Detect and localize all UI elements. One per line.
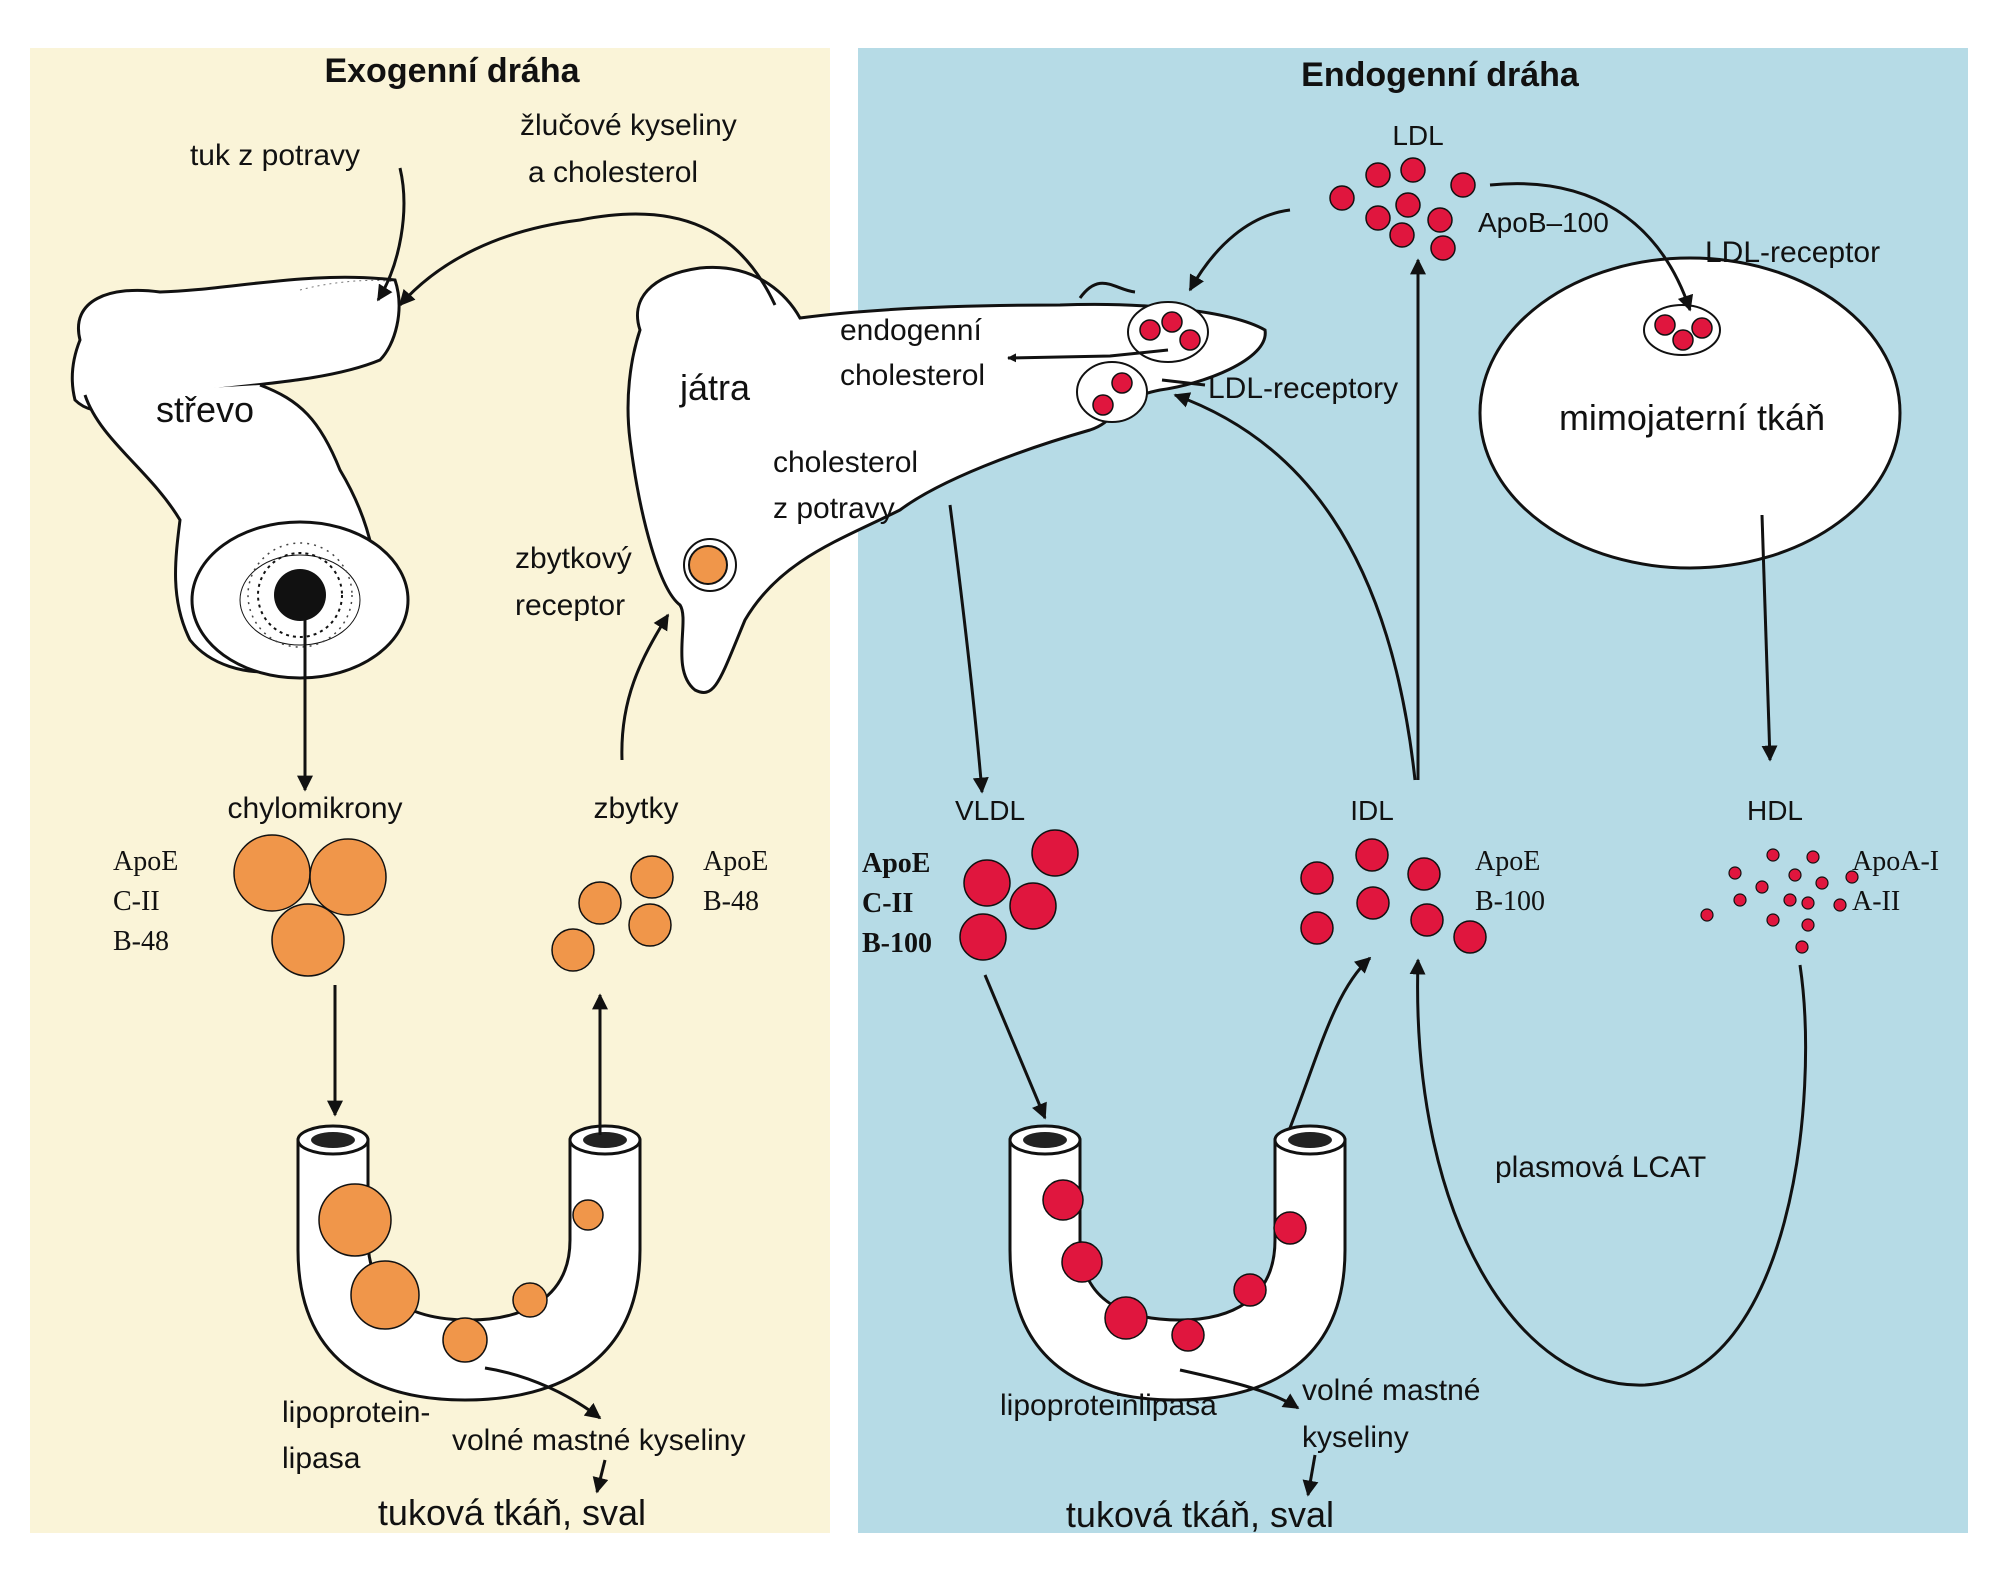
capillary-vldl-particles [1042,1179,1307,1352]
vldl-apo-1: ApoE [862,848,930,879]
vldl-apo-2: C-II [862,888,913,919]
idl-apo-2: B-100 [1475,886,1545,917]
exogenous-title: Exogenní dráha [324,52,580,90]
liver-ldl-particles [1092,311,1201,416]
hdl-apo-1: ApoA-I [1852,846,1939,877]
chylomicrons-label: chylomikrony [227,792,402,825]
idl-cluster [1300,838,1487,954]
remnant-apo-1: ApoE [703,846,768,877]
chylomicron-apo-1: ApoE [113,846,178,877]
remnants-label: zbytky [593,792,678,825]
bile-acids-label-1: žlučové kyseliny [520,109,737,142]
vldl-apo-3: B-100 [862,928,932,959]
intestine [70,275,410,680]
free-fatty-acids-label: volné mastné kyseliny [452,1424,745,1457]
endogenous-title: Endogenní dráha [1301,56,1580,94]
endogenous-cholesterol-label-1: endogenní [840,314,982,347]
chylomicron-apo-3: B-48 [113,926,169,957]
remnant-receptor-particle [688,545,728,585]
liver-label: játra [679,367,751,408]
chylomicron-apo-2: C-II [113,886,160,917]
pathway-arrows [297,167,1808,1497]
diet-cholesterol-label-2: z potravy [773,492,895,525]
hdl-apo-2: A-II [1852,886,1900,917]
lipase-label-1: lipoprotein- [282,1396,430,1429]
ldl-cluster [1329,157,1476,261]
hdl-label: HDL [1747,795,1803,826]
vldl-label: VLDL [955,795,1025,826]
chylomicron-cluster [233,834,387,977]
remnant-apo-2: B-48 [703,886,759,917]
ldl-receptor-label: LDL-receptor [1705,236,1880,269]
extrahepatic-tissue [1478,256,1902,570]
endogenous-target-tissue-label: tuková tkáň, sval [1066,1494,1334,1535]
intestine-label: střevo [156,389,254,430]
lipase-label-2: lipasa [282,1442,361,1475]
vldl-cluster [959,829,1079,961]
capillary-exogenous [296,1124,642,1402]
idl-apo-1: ApoE [1475,846,1540,877]
capillary-chylomicron-particles [318,1183,604,1363]
ldl-receptors-label: LDL-receptory [1208,372,1398,405]
endogenous-lipase-label: lipoproteinlipasa [1000,1389,1217,1422]
diet-cholesterol-label-1: cholesterol [773,446,918,479]
extrahepatic-ldl-particles [1654,314,1713,351]
endogenous-free-fatty-acids-label-2: kyseliny [1302,1421,1409,1454]
plasma-lcat-label: plasmová LCAT [1495,1151,1706,1184]
endogenous-cholesterol-label-2: cholesterol [840,359,985,392]
ldl-label: LDL [1392,120,1443,151]
bile-acids-label-2: a cholesterol [528,156,698,189]
remnant-receptor-label-1: zbytkový [515,542,632,575]
idl-label: IDL [1350,795,1394,826]
target-tissue-label: tuková tkáň, sval [378,1492,646,1533]
hdl-cluster [1700,848,1859,954]
remnant-cluster [551,855,674,972]
extrahepatic-tissue-label: mimojaterní tkáň [1559,397,1825,438]
remnant-receptor-label-2: receptor [515,589,625,622]
ldl-apo-label: ApoB–100 [1478,207,1609,238]
diet-fat-label: tuk z potravy [190,139,360,172]
endogenous-free-fatty-acids-label-1: volné mastné [1302,1374,1480,1407]
